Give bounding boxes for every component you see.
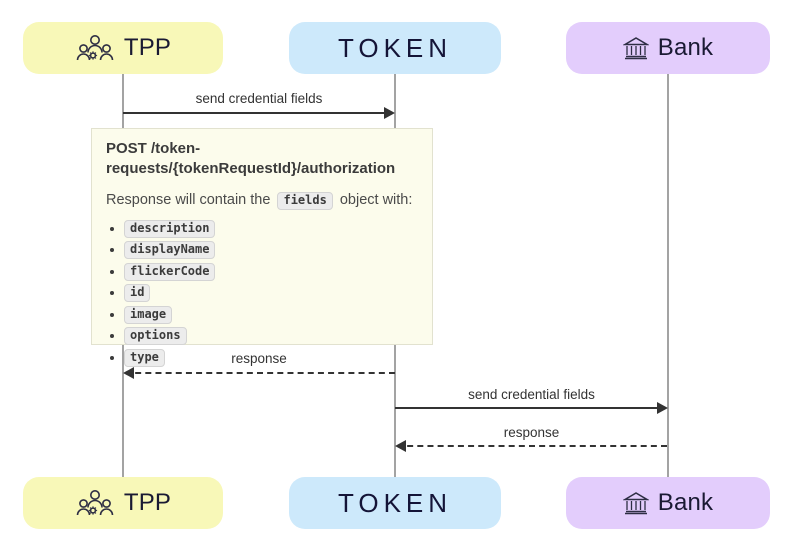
note-box: POST /token-requests/{tokenRequestId}/au… (91, 128, 433, 367)
list-item: image (124, 305, 418, 324)
code-chip: id (124, 284, 151, 302)
list-item: description (124, 219, 418, 238)
list-item: type (124, 348, 418, 367)
actor-tpp-top: TPP (23, 22, 223, 74)
note-body: Response will contain the fields object … (106, 191, 418, 210)
actor-token-bottom: TOKEN (289, 477, 501, 529)
list-item: id (124, 284, 418, 302)
note-body-suffix: object with: (339, 191, 413, 208)
bank-icon (622, 36, 649, 60)
bank-icon (622, 491, 649, 515)
arrowhead-left (395, 440, 406, 452)
code-chip: image (124, 305, 173, 324)
users-gear-icon (75, 33, 115, 64)
users-gear-icon (75, 488, 115, 519)
actor-bank-label: Bank (657, 34, 714, 61)
list-item: displayName (124, 241, 418, 259)
list-item: options (124, 327, 418, 345)
actor-tpp-label: TPP (123, 34, 172, 61)
actor-tpp-label: TPP (123, 489, 172, 516)
code-chip-fields: fields (277, 191, 333, 210)
lifeline-bank (667, 74, 669, 477)
token-wordmark: TOKEN (337, 32, 453, 63)
actor-bank-top: Bank (566, 22, 770, 74)
code-chip: description (124, 219, 216, 238)
message-arrow-dashed-left (395, 440, 667, 452)
actor-bank-label: Bank (657, 489, 714, 516)
message-arrow-dashed-left (123, 367, 395, 379)
message-label: send credential fields (468, 387, 595, 402)
list-item: flickerCode (124, 262, 418, 281)
note-body-prefix: Response will contain the (106, 191, 271, 208)
actor-tpp-bottom: TPP (23, 477, 223, 529)
message-label: response (503, 425, 560, 440)
code-chip: options (124, 327, 187, 345)
message-arrow-solid-right (395, 402, 668, 414)
code-chip: flickerCode (124, 262, 216, 281)
actor-token-top: TOKEN (289, 22, 501, 74)
code-chip: type (124, 348, 165, 367)
message-arrow-solid-right (123, 107, 395, 119)
note-title: POST /token-requests/{tokenRequestId}/au… (106, 140, 396, 178)
arrowhead-right (384, 107, 395, 119)
actor-bank-bottom: Bank (566, 477, 770, 529)
code-chip: displayName (124, 241, 216, 259)
message-label: send credential fields (195, 91, 323, 106)
arrowhead-right (657, 402, 668, 414)
token-wordmark: TOKEN (337, 487, 453, 518)
note-field-list: description displayName flickerCode id i… (106, 219, 418, 367)
message-label: response (231, 351, 287, 366)
arrowhead-left (123, 367, 134, 379)
